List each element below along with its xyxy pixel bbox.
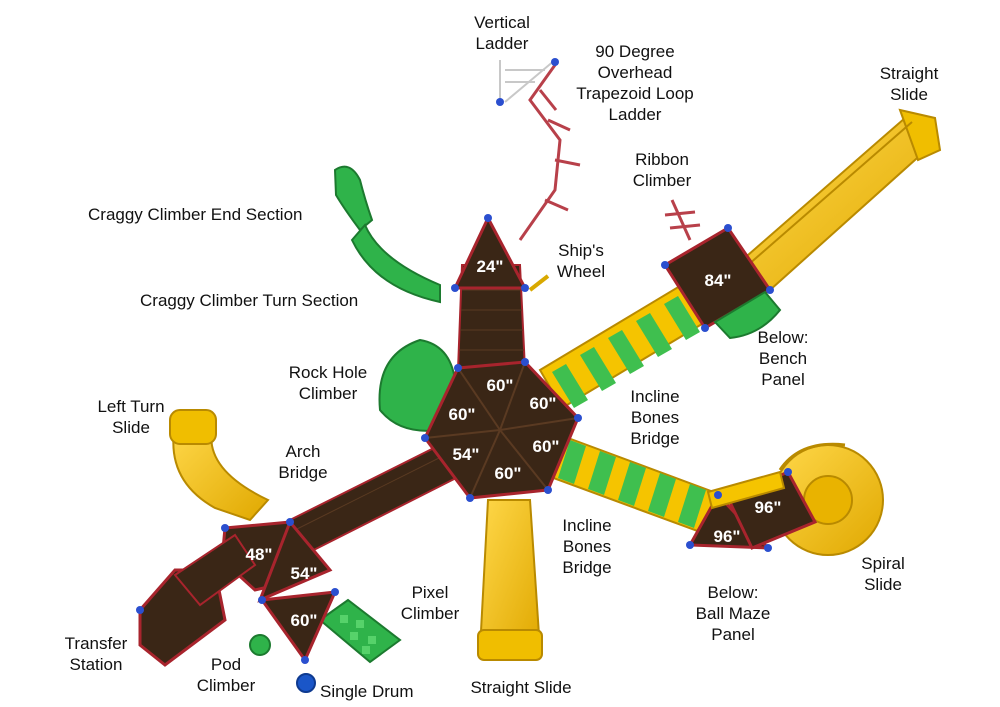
label-vertical-ladder: Vertical Ladder (474, 13, 530, 53)
ships-wheel (528, 274, 550, 292)
overhead-ladder (518, 64, 581, 241)
label-single-drum: Single Drum (320, 682, 414, 701)
clamps (136, 58, 792, 664)
craggy-climber-end-section (333, 165, 374, 232)
label-craggy-turn: Craggy Climber Turn Section (140, 291, 359, 310)
pod-climber (249, 634, 271, 656)
height-label-96-left: 96" (714, 527, 741, 546)
height-label-hub-lower-left: 54" (453, 445, 480, 464)
rock-hole-climber (378, 338, 457, 432)
vertical-ladder (499, 59, 556, 103)
label-bench-panel: Below: Bench Panel (757, 328, 809, 389)
pixel-climber (318, 598, 402, 664)
label-craggy-end: Craggy Climber End Section (88, 205, 303, 224)
ball-maze-panel (706, 470, 786, 510)
deck-24 (452, 214, 528, 290)
label-straight-slide-top: Straight Slide (879, 64, 939, 104)
height-label-hub-right: 60" (530, 394, 557, 413)
height-label-hub-left: 60" (449, 405, 476, 424)
craggy-climber-turn-section (350, 223, 441, 304)
height-label-60-low: 60" (291, 611, 318, 630)
label-arch-bridge: Arch Bridge (278, 442, 328, 482)
bench-panel (713, 290, 782, 340)
straight-slide-bottom (477, 499, 543, 661)
ribbon-climber (664, 199, 701, 241)
label-left-turn-slide: Left Turn Slide (97, 397, 165, 437)
label-transfer-station: Transfer Station (64, 634, 128, 674)
deck-60-low (259, 590, 338, 664)
height-label-96-right: 96" (755, 498, 782, 517)
label-pod-climber: Pod Climber (196, 655, 256, 695)
height-label-hub-bottom: 60" (495, 464, 522, 483)
deck-54 (257, 519, 333, 603)
single-drum (296, 673, 316, 693)
straight-slide-top (738, 108, 942, 292)
label-rock-hole: Rock Hole Climber (288, 363, 368, 403)
height-label-84: 84" (705, 271, 732, 290)
label-ball-maze: Below: Ball Maze Panel (695, 583, 771, 644)
label-spiral-slide: Spiral Slide (861, 554, 905, 594)
label-ribbon-climber: Ribbon Climber (632, 150, 692, 190)
label-straight-slide-bottom: Straight Slide (470, 678, 572, 697)
label-overhead-ladder: 90 Degree Overhead Trapezoid Loop Ladder (576, 42, 694, 124)
label-ships-wheel: Ship's Wheel (556, 241, 606, 281)
height-label-hub-lower-right: 60" (533, 437, 560, 456)
height-label-24: 24" (477, 257, 504, 276)
transfer-steps (173, 533, 257, 607)
left-turn-slide (169, 409, 270, 522)
label-incline-bridge-upper: Incline Bones Bridge (630, 387, 680, 448)
height-label-hub-top: 60" (487, 376, 514, 395)
height-label-48: 48" (246, 545, 273, 564)
height-label-54: 54" (291, 564, 318, 583)
label-incline-bridge-lower: Incline Bones Bridge (562, 516, 612, 577)
label-pixel-climber: Pixel Climber (400, 583, 460, 623)
